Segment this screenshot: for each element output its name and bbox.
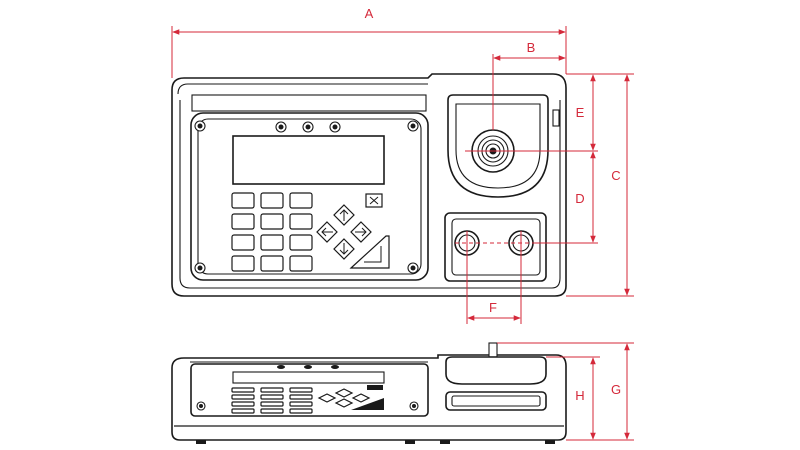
keypad-key	[289, 213, 313, 230]
side-slot	[552, 109, 560, 127]
indicator-led	[277, 365, 285, 369]
panel-screw	[407, 262, 419, 274]
panel-screw	[194, 120, 206, 132]
panel-screw	[196, 401, 206, 411]
indicator-led	[331, 365, 339, 369]
dimension-e-label: E	[576, 105, 585, 120]
indicator-led	[304, 365, 312, 369]
top-view	[171, 73, 567, 297]
keypad-key	[289, 255, 313, 272]
dimension-b-label: B	[527, 40, 536, 55]
keypad-key	[289, 192, 313, 209]
dimension-g-label: G	[611, 382, 621, 397]
transducer-cup-side	[445, 356, 547, 385]
device-inner-edge	[177, 83, 561, 289]
arrow-keys-side	[317, 388, 371, 408]
enter-key	[349, 235, 390, 269]
panel-screw	[409, 401, 419, 411]
cancel-key-side	[367, 385, 383, 390]
display-screen	[232, 135, 385, 185]
dimension-f-label: F	[489, 300, 497, 315]
foot	[440, 440, 450, 444]
keypad-key	[231, 234, 255, 251]
top-strip	[191, 94, 427, 112]
cancel-key-icon	[369, 196, 379, 205]
side-view	[171, 342, 567, 444]
dimension-h-label: H	[575, 388, 584, 403]
dimension-a-label: A	[365, 6, 374, 21]
keypad-key	[231, 213, 255, 230]
enter-key-side	[351, 398, 384, 410]
panel-screw	[194, 262, 206, 274]
keypad-key	[231, 255, 255, 272]
foot	[196, 440, 206, 444]
keypad-key	[260, 213, 284, 230]
keypad-key	[231, 192, 255, 209]
arrow-down-icon	[339, 243, 349, 255]
numeric-keypad	[231, 192, 313, 272]
arrow-keys	[316, 204, 372, 260]
keypad-key	[260, 192, 284, 209]
display-screen-side	[232, 371, 385, 384]
foot	[545, 440, 555, 444]
keypad-key	[260, 234, 284, 251]
indicator-led	[275, 121, 287, 133]
enter-key-icon	[364, 246, 382, 263]
lower-socket-side-inner	[451, 395, 541, 407]
keypad-side	[231, 387, 313, 414]
indicator-led	[302, 121, 314, 133]
dimension-c-label: C	[611, 168, 620, 183]
keypad-key	[289, 234, 313, 251]
dimension-annotations: A B C E D F G H	[171, 6, 634, 441]
keypad-key	[260, 255, 284, 272]
arrow-right-icon	[355, 227, 367, 237]
arrow-up-icon	[339, 209, 349, 221]
panel-screw	[407, 120, 419, 132]
arrow-left-icon	[321, 227, 333, 237]
foot	[405, 440, 415, 444]
dimension-d-label: D	[575, 191, 584, 206]
indicator-led	[329, 121, 341, 133]
transducer-post	[488, 342, 498, 358]
